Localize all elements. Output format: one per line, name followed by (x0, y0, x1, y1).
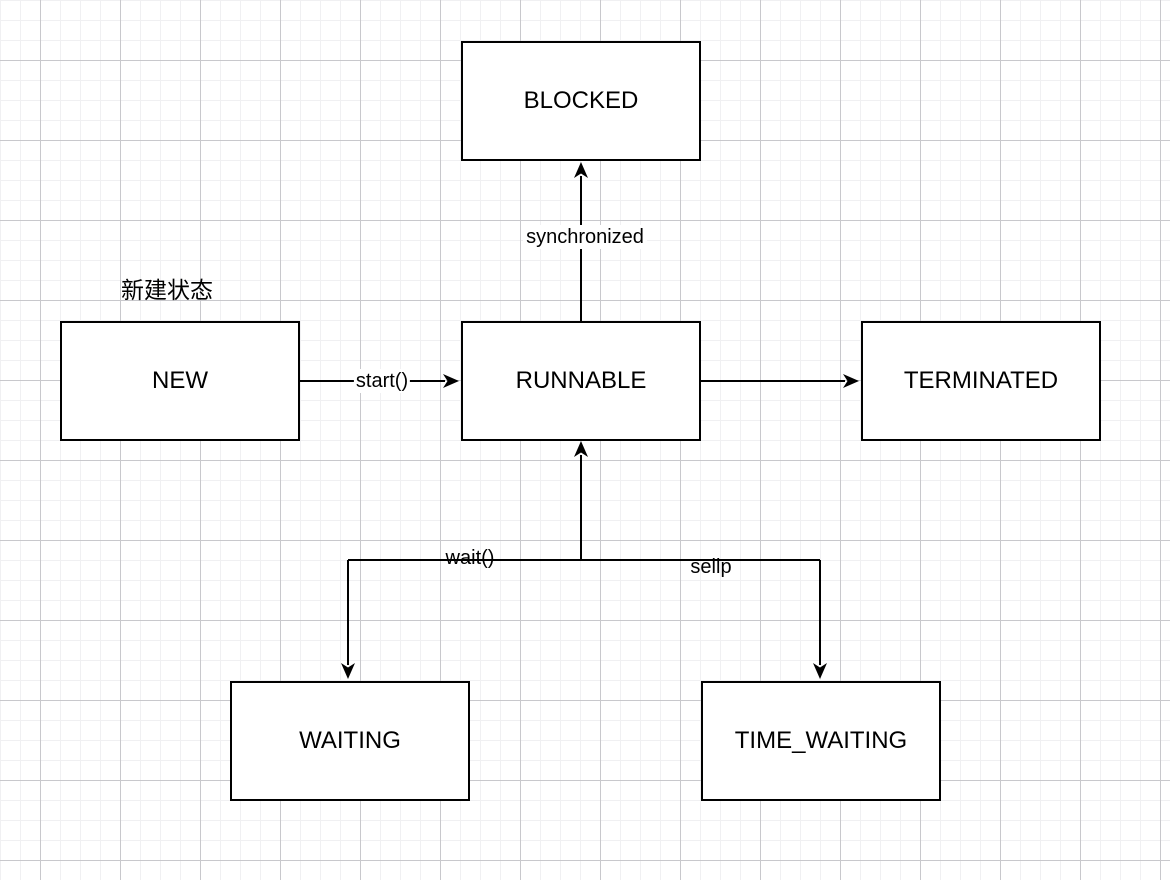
arrowhead-into-timewaiting (813, 663, 827, 679)
annotation-new-state[interactable]: 新建状态 (121, 277, 213, 303)
arrowhead-into-waiting (341, 663, 355, 679)
edge-label-start[interactable]: start() (353, 369, 411, 393)
node-blocked-label: BLOCKED (523, 87, 639, 114)
arrowhead-into-terminated (843, 374, 859, 388)
node-new[interactable]: NEW (60, 321, 300, 441)
node-time-waiting[interactable]: TIME_WAITING (701, 681, 941, 801)
node-waiting-label: WAITING (299, 727, 401, 754)
edge-label-sleep[interactable]: sellp (690, 556, 732, 578)
edge-label-synchronized[interactable]: synchronized (523, 225, 647, 249)
node-runnable-label: RUNNABLE (515, 367, 647, 394)
arrowhead-into-runnable-bottom (574, 441, 588, 457)
node-blocked[interactable]: BLOCKED (461, 41, 701, 161)
node-terminated-label: TERMINATED (903, 367, 1059, 394)
arrowhead-into-blocked (574, 162, 588, 178)
edge-label-wait[interactable]: wait() (445, 547, 495, 569)
arrowhead-into-runnable-left (443, 374, 459, 388)
node-terminated[interactable]: TERMINATED (861, 321, 1101, 441)
node-waiting[interactable]: WAITING (230, 681, 470, 801)
node-new-label: NEW (152, 367, 208, 394)
node-runnable[interactable]: RUNNABLE (461, 321, 701, 441)
node-time-waiting-label: TIME_WAITING (734, 727, 908, 754)
